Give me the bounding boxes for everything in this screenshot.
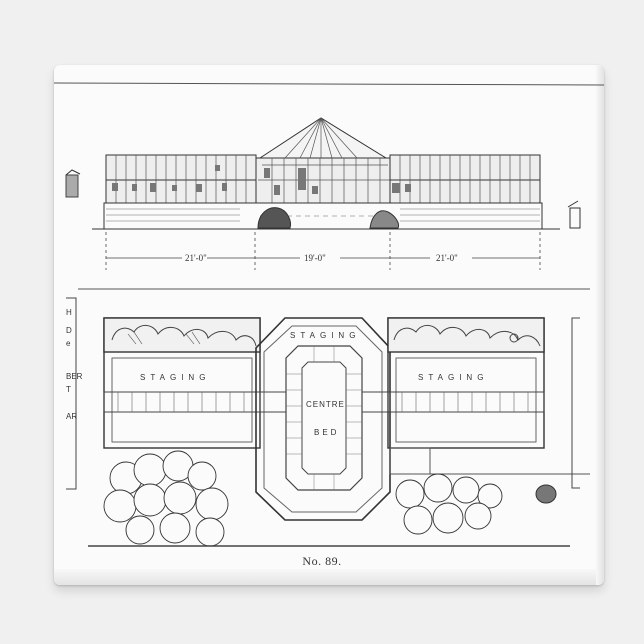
label-bed: BED — [314, 428, 339, 437]
drawing-border-top — [53, 82, 605, 86]
fragment-1: H — [66, 308, 72, 317]
shrub-small — [535, 484, 557, 504]
fragment-6: AR — [66, 412, 77, 421]
label-staging-left: STAGING — [140, 373, 210, 382]
dimension-left: 21'-0" — [185, 253, 207, 263]
label-staging-right: STAGING — [418, 373, 488, 382]
tree-cluster-left — [103, 450, 229, 547]
plan-view — [66, 288, 590, 547]
label-centre: CENTRE — [306, 400, 345, 409]
elevation-view — [65, 117, 581, 230]
label-staging-centre: STAGING — [290, 331, 360, 340]
dimension-line — [105, 232, 541, 270]
dimension-centre: 19'-0" — [304, 253, 326, 263]
tree-cluster-right — [395, 473, 503, 535]
plate-caption: No. 89. — [302, 554, 342, 568]
tile-bottom-edge — [54, 569, 604, 585]
tile-right-edge — [596, 65, 604, 585]
fragment-2: D — [66, 326, 72, 335]
fragment-4: BER — [66, 372, 83, 381]
dimension-right: 21'-0" — [436, 253, 458, 263]
fragment-5: T — [66, 385, 71, 394]
fragment-3: e — [66, 339, 71, 348]
